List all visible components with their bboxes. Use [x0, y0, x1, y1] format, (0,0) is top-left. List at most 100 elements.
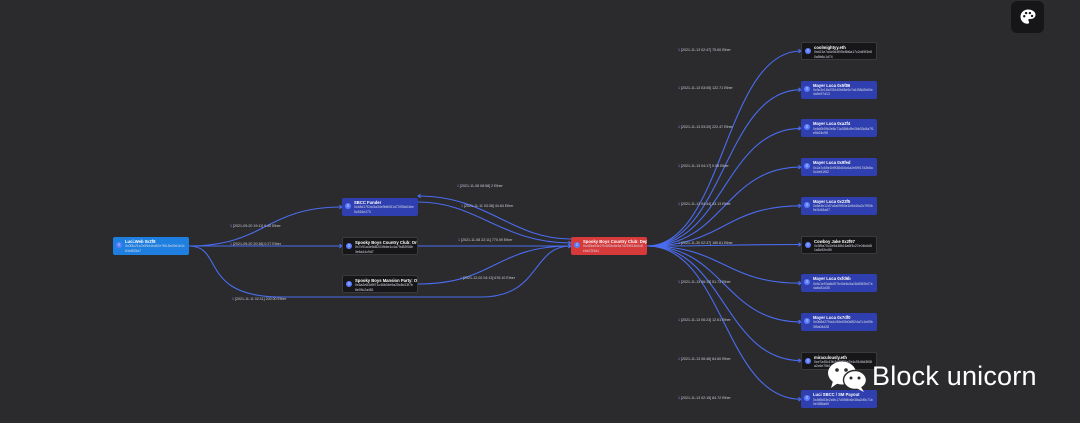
edge-tx-count: 1	[678, 395, 681, 400]
ethereum-icon: Ξ	[574, 242, 580, 248]
flow-edge[interactable]	[646, 205, 802, 247]
edge-label[interactable]: 1 [2021-09-20 20:36] 0.27 Ether	[230, 242, 281, 247]
edge-tx-count: 1	[230, 224, 233, 228]
edge-label[interactable]: 1 [2021-11-11 03:38] 44.84 Ether	[461, 204, 513, 209]
node-address: 0x4f6b83e2a9c17d05f4b6e38a2d9c71b0e3f85a…	[813, 397, 873, 406]
node-name: Mayer Luca 0x5f86	[813, 82, 851, 88]
flow-edge[interactable]	[646, 166, 802, 247]
edge-tx-count: 1	[457, 184, 460, 188]
node-name: Luci.Web 0x2f8	[125, 239, 156, 244]
node-address: 0x7c91a4e5d8203fb6e1c4a79d52f08b3e6a14c9…	[355, 245, 413, 254]
flow-edge[interactable]	[646, 243, 802, 247]
edge-tx-count: 1	[678, 241, 681, 245]
palette-icon	[1020, 9, 1035, 24]
ethereum-icon: Ξ	[804, 317, 810, 324]
node-address: 0xd35a94e27b1f08c6e3a7d25f914b0c8e6a72f3…	[583, 244, 643, 253]
edge-label[interactable]: 1 [2021-11-13 03:05] 122.71 Ether	[678, 86, 733, 91]
edge-label[interactable]: 1 [2021-11-30 02:37] 180.61 Ether	[678, 241, 733, 246]
flow-edge[interactable]	[646, 89, 802, 247]
edge-label[interactable]: 1 [2021-12-02 04:13] 676.10 Ether	[460, 276, 515, 281]
flow-edge[interactable]	[646, 245, 802, 400]
edge-label[interactable]: 1 [2021-11-08 22:11] 770.09 Ether	[458, 238, 512, 243]
edge-label-text: [2021-11-13 06:46] 64.60 Ether	[681, 357, 731, 362]
node-name: Mayer Luca 0x7df0	[813, 314, 851, 320]
node-name: Cowboy Jake 0x2f97	[814, 238, 855, 244]
edge-label-text: [2021-09-20 20:36] 0.27 Ether	[233, 242, 281, 246]
edge-label[interactable]: 1 [2021-09-20 19:11] 9.40 Ether	[230, 224, 281, 229]
flow-edge[interactable]	[417, 245, 572, 285]
watermark-text: Block unicorn	[872, 360, 1037, 391]
flow-edge[interactable]	[188, 206, 343, 247]
edge-label-text: [2021-09-20 19:11] 9.40 Ether	[233, 224, 281, 228]
node-address: 0x5a2e83d9f71c46b04e9a25c8d13f7b6e09c2a4…	[355, 283, 413, 292]
edge-label[interactable]: 1 [2021-11-13 03:20] 222.47 Ether	[678, 125, 733, 130]
node-name: Mayer Luca 0x23f5	[813, 198, 851, 204]
edge-label-text: [2021-11-13 02:15] 84.72 Ether	[681, 395, 731, 400]
node-name: SBCC Funder	[354, 200, 382, 205]
edge-label[interactable]: 1 [2021-11-13 06:46] 64.60 Ether	[678, 357, 731, 362]
edge-label[interactable]: 1 [2021-11-13 02:15] 84.72 Ether	[678, 396, 731, 401]
node-name: Mayer Luca 0xa2f4	[813, 121, 851, 127]
edge-tx-count: 1	[678, 318, 681, 323]
node-address: 0x0f3c21a7e59d4bc82e7f615a09d1b3c64e8f25…	[125, 244, 185, 253]
node-address: 0x5c1e93a8d2f7b40e6c5a18d93f2b07e4a6c81d…	[813, 281, 873, 290]
node-name: Spooky Boys Mansion Party: Ori...	[355, 278, 418, 283]
edge-label-text: [2021-11-11 03:38] 44.84 Ether	[464, 204, 514, 208]
edge-label[interactable]: 1 [2021-11-08 08:58] 2 Ether	[457, 184, 503, 189]
ethereum-icon: Ξ	[804, 85, 810, 92]
edge-label[interactable]: 1 [2021-11-13 04:17] 0.98 Ether	[678, 164, 729, 169]
node-name: miraculously.eth	[814, 354, 847, 360]
node-address: 0x0b8d27f4a1c96e53b0d8f24a7c1e69b3f5a04d…	[813, 320, 873, 329]
ethereum-icon: Ξ	[805, 48, 811, 54]
edge-arrowhead	[417, 193, 421, 199]
theme-palette-button[interactable]	[1011, 1, 1044, 33]
edge-label[interactable]: 1 [2021-11-13 06:13] 51.73 Ether	[678, 280, 731, 285]
flow-edge[interactable]	[646, 127, 802, 247]
edge-tx-count: 1	[678, 163, 681, 168]
flow-edge[interactable]	[188, 245, 572, 298]
node-address: 0x3f9a70c2e5d48b16a9f3c27e04b6d81a5c92e4…	[814, 243, 872, 253]
node-address: 0x2a7c65e1b9f38d04c6a2e59f17d3b8a0c4e61f…	[813, 165, 873, 174]
edge-label[interactable]: 1 [2021-11-13 02:47] 75.60 Ether	[678, 48, 731, 53]
node-address: 0x8e4b12d7c6a09f53e1b8d46a2c7f90b5e3d18a…	[813, 204, 873, 213]
edge-label-text: [2021-11-13 02:47] 75.60 Ether	[681, 47, 731, 52]
flow-edge[interactable]	[646, 245, 802, 284]
flow-edges	[188, 48, 802, 402]
flow-edge[interactable]	[646, 50, 802, 247]
ethereum-icon: Ξ	[346, 281, 352, 287]
flow-edge[interactable]	[646, 245, 802, 362]
flow-edge[interactable]	[417, 195, 572, 240]
node-address: 0x48d17f2cc5a34e9b8061d72f39a04be5c816e2…	[354, 205, 414, 214]
ethereum-icon: Ξ	[805, 357, 811, 364]
edge-label[interactable]: 1 [2021-11-13 06:23] 12.61 Ether	[678, 318, 731, 323]
edge-tx-count: 1	[458, 238, 461, 242]
edge-label-text: [2021-12-02 04:13] 676.10 Ether	[463, 276, 515, 280]
edge-label-text: [2021-11-13 03:05] 122.71 Ether	[681, 86, 733, 91]
node-name: Spooky Boys Country Club: Ori...	[355, 240, 418, 245]
edge-label-text: [2021-11-13 06:13] 51.73 Ether	[681, 279, 731, 284]
flow-edge[interactable]	[417, 201, 572, 244]
edge-tx-count: 1	[678, 357, 681, 362]
edge-label[interactable]: 1 [2021-11-13 04:44] 43.13 Ether	[678, 202, 731, 207]
flow-edge[interactable]	[646, 245, 802, 323]
ethereum-icon: Ξ	[345, 203, 351, 209]
node-name: Spooky Boys Country Club: Depl...	[583, 239, 647, 244]
edge-tx-count: 1	[678, 124, 681, 129]
edge-tx-count: 1	[232, 297, 235, 301]
edge-label[interactable]: 1 [2021-11-11 02:11] 200.00 Ether	[232, 297, 286, 302]
